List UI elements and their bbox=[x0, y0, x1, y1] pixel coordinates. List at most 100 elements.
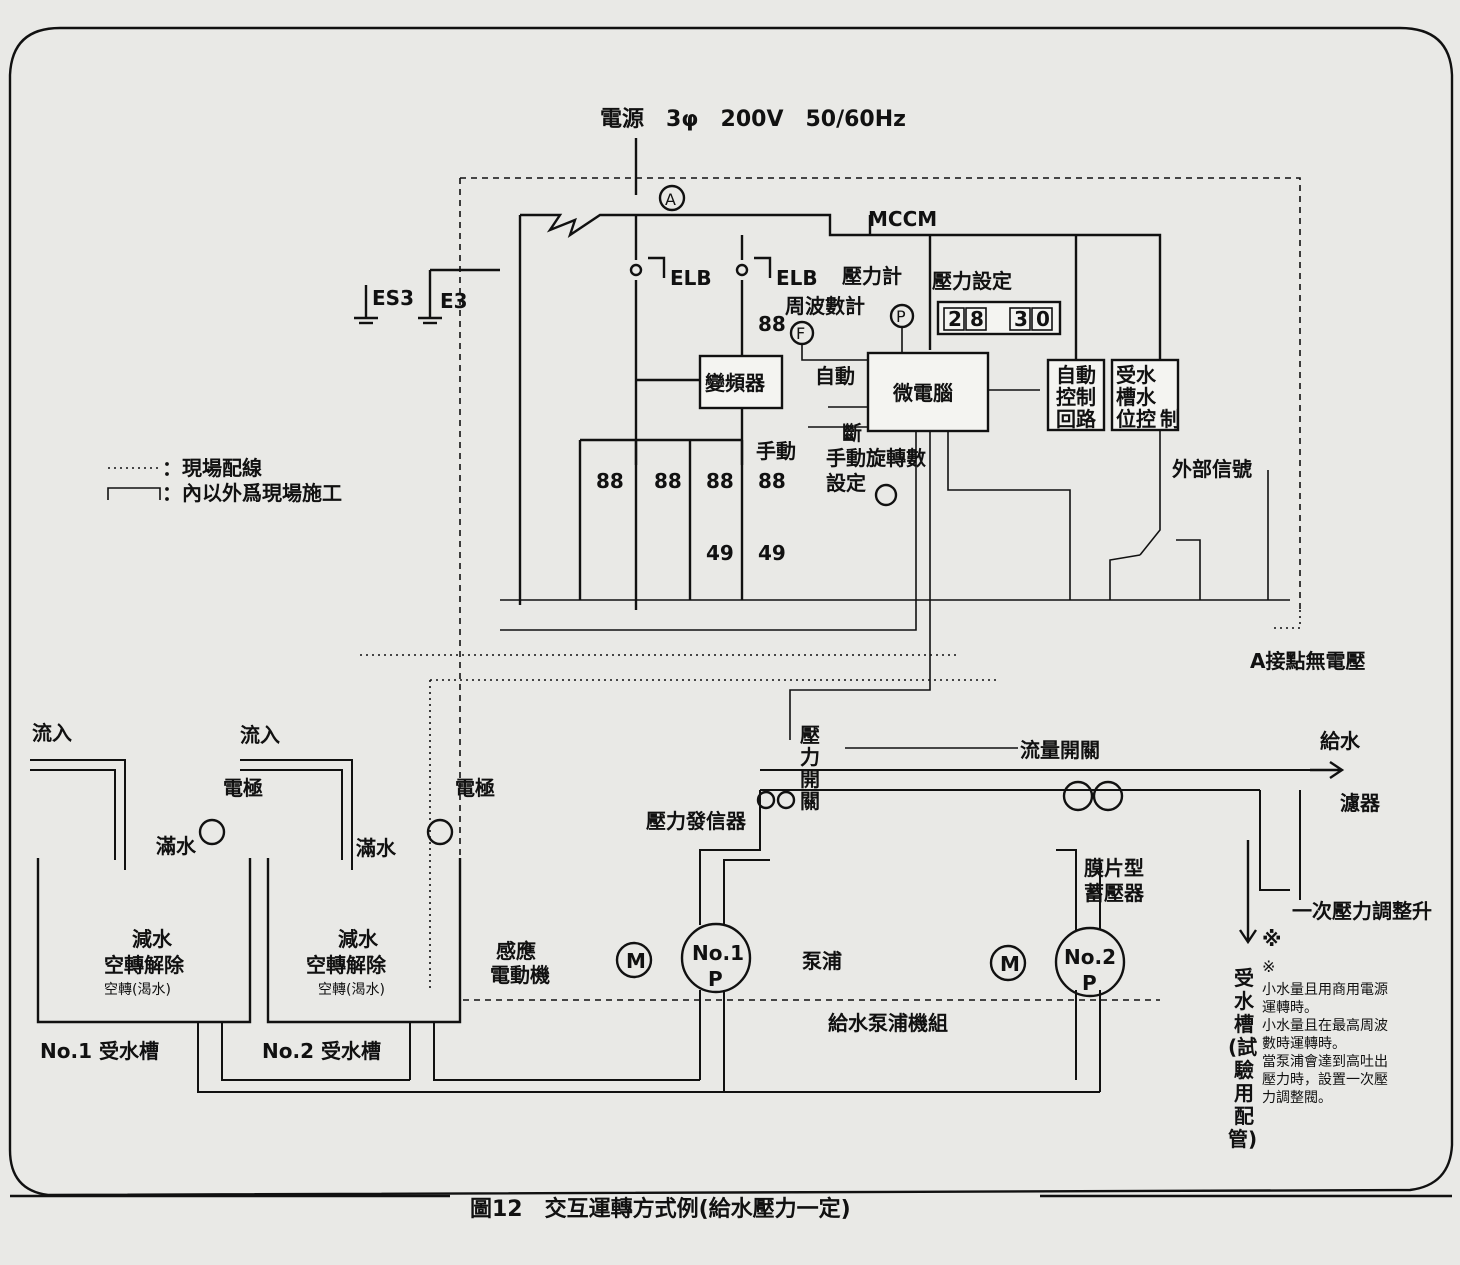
freq-meter-label: 周波數計 bbox=[785, 294, 865, 318]
es3-label: ES3 bbox=[372, 286, 414, 310]
note-line-3: 小水量且在最高周波 bbox=[1262, 1017, 1388, 1034]
elb1-label: ELB bbox=[670, 266, 712, 290]
tank1 bbox=[36, 858, 252, 1024]
gauge-links bbox=[801, 327, 903, 361]
contactor-88-c: 88 bbox=[706, 469, 734, 493]
inverter-label: 變頻器 bbox=[705, 371, 766, 395]
tank2 bbox=[266, 858, 462, 1024]
motor-label-2: 電動機 bbox=[490, 963, 550, 987]
auto-label: 自動 bbox=[815, 364, 855, 388]
test-pipe-5: 驗 bbox=[1234, 1058, 1254, 1082]
note-line-1: 小水量且用商用電源 bbox=[1262, 982, 1388, 998]
discharge-header bbox=[760, 769, 1320, 791]
mccm-bus bbox=[636, 213, 1162, 400]
legend-field-wiring: ：現場配線 bbox=[162, 456, 262, 480]
electrode1-icon bbox=[198, 818, 226, 846]
pressure-transmitter-icon-2 bbox=[776, 790, 796, 810]
diaphragm-label-1: 膜片型 bbox=[1083, 856, 1144, 880]
auto-ctrl-3: 回路 bbox=[1056, 407, 1097, 431]
auto-ctrl-box bbox=[1046, 358, 1106, 432]
pressure-transmitter-label: 壓力發信器 bbox=[646, 809, 747, 833]
regulator-label: 一次壓力調整升 bbox=[1292, 899, 1432, 923]
ground-lines bbox=[364, 215, 522, 605]
supply-arrow bbox=[1310, 761, 1345, 779]
pressure-switch-2: 力 bbox=[800, 745, 820, 769]
note-line-2: 運轉時。 bbox=[1262, 1000, 1318, 1016]
note-line-4: 數時運轉時。 bbox=[1262, 1036, 1346, 1052]
ext-signal-switch bbox=[1109, 430, 1269, 600]
thermal-49-a: 49 bbox=[706, 541, 734, 565]
accumulator-gauge-1 bbox=[1062, 780, 1094, 812]
manual-rpm-label-2: 設定 bbox=[826, 471, 866, 495]
pressure-setting-label: 壓力設定 bbox=[932, 269, 1012, 293]
test-pipe-8: 管) bbox=[1228, 1127, 1257, 1151]
pump1-no: No.1 bbox=[692, 941, 744, 965]
motor1-m: M bbox=[626, 949, 646, 973]
accumulator-gauge-2 bbox=[1092, 780, 1124, 812]
electrode2-icon bbox=[426, 818, 454, 846]
pump-risers bbox=[699, 790, 1101, 930]
auto-ctrl-2: 控制 bbox=[1056, 385, 1096, 409]
contactor-bus bbox=[578, 438, 744, 600]
elb2-bracket bbox=[740, 235, 772, 278]
full1-label: 滿水 bbox=[156, 834, 197, 858]
cut-label: 斷 bbox=[842, 421, 862, 445]
test-pipe-4: (試 bbox=[1228, 1035, 1257, 1059]
diaphragm-label-2: 蓄壓器 bbox=[1084, 881, 1145, 905]
reduce1-label: 減水 bbox=[132, 927, 173, 951]
thermal-49-b: 49 bbox=[758, 541, 786, 565]
test-pipe-3: 槽 bbox=[1234, 1012, 1254, 1036]
micro-signal-lines bbox=[500, 389, 1071, 740]
pump1-icon bbox=[680, 922, 752, 994]
pump2-no: No.2 bbox=[1064, 945, 1116, 969]
filter-label: 濾器 bbox=[1340, 791, 1381, 815]
ext-signal-label: 外部信號 bbox=[1172, 457, 1252, 481]
tank-level-4: 制 bbox=[1160, 407, 1180, 431]
pump2-p: P bbox=[1082, 971, 1097, 995]
inflow1-label: 流入 bbox=[32, 721, 72, 745]
digit-3: 3 bbox=[1014, 307, 1028, 331]
manual-label: 手動 bbox=[756, 439, 796, 463]
tank2-label: No.2 受水槽 bbox=[262, 1039, 381, 1063]
pressure-switch-1: 壓 bbox=[800, 723, 820, 747]
motor-label-1: 感應 bbox=[496, 939, 536, 963]
digit-4: 0 bbox=[1036, 307, 1050, 331]
contactor-88-a: 88 bbox=[596, 469, 624, 493]
note-mark-2: ※ bbox=[1262, 957, 1275, 976]
legend-bracket-sample bbox=[107, 487, 161, 500]
breaker-zigzag bbox=[520, 213, 636, 238]
e3-label: E3 bbox=[440, 289, 468, 313]
idle1-label: 空轉解除 bbox=[104, 953, 185, 977]
digit-1: 2 bbox=[948, 307, 962, 331]
tank-level-3: 位控 bbox=[1116, 407, 1156, 431]
digit-box-1 bbox=[943, 307, 965, 331]
digit-box-2 bbox=[965, 307, 987, 331]
idle2-label: 空轉解除 bbox=[306, 953, 387, 977]
micro-box bbox=[866, 351, 990, 433]
pressure-gauge-label: 壓力計 bbox=[842, 264, 902, 288]
ammeter bbox=[658, 184, 686, 212]
digit-box-3 bbox=[1009, 307, 1031, 331]
elb1-contact bbox=[629, 263, 643, 277]
pump1-p: P bbox=[708, 967, 723, 991]
contactor-88-b: 88 bbox=[654, 469, 682, 493]
tank-level-2: 槽水 bbox=[1116, 385, 1157, 409]
note-line-7: 力調整閥。 bbox=[1262, 1090, 1332, 1106]
figure-caption: 圖12 交互運轉方式例(給水壓力一定) bbox=[470, 1196, 851, 1222]
inflow1-pipe bbox=[30, 759, 126, 870]
motor2-icon bbox=[989, 944, 1027, 982]
idle1-small: 空轉(渴水) bbox=[104, 982, 171, 998]
tank-level-1: 受水 bbox=[1116, 363, 1157, 387]
pump-label: 泵浦 bbox=[802, 949, 842, 973]
elb2-contact bbox=[735, 263, 749, 277]
pressure-gauge-p: P bbox=[896, 307, 906, 326]
auto-ctrl-1: 自動 bbox=[1056, 363, 1096, 387]
test-pipe-7: 配 bbox=[1234, 1104, 1254, 1128]
pressure-switch-4: 關 bbox=[800, 789, 820, 813]
idle2-small: 空轉(渴水) bbox=[318, 982, 385, 998]
pressure-transmitter-icon-1 bbox=[756, 790, 776, 810]
inverter-box bbox=[698, 354, 784, 410]
inflow2-label: 流入 bbox=[240, 723, 280, 747]
note-line-6: 壓力時，設置一次壓 bbox=[1262, 1072, 1388, 1088]
tank-level-box bbox=[1110, 358, 1180, 432]
